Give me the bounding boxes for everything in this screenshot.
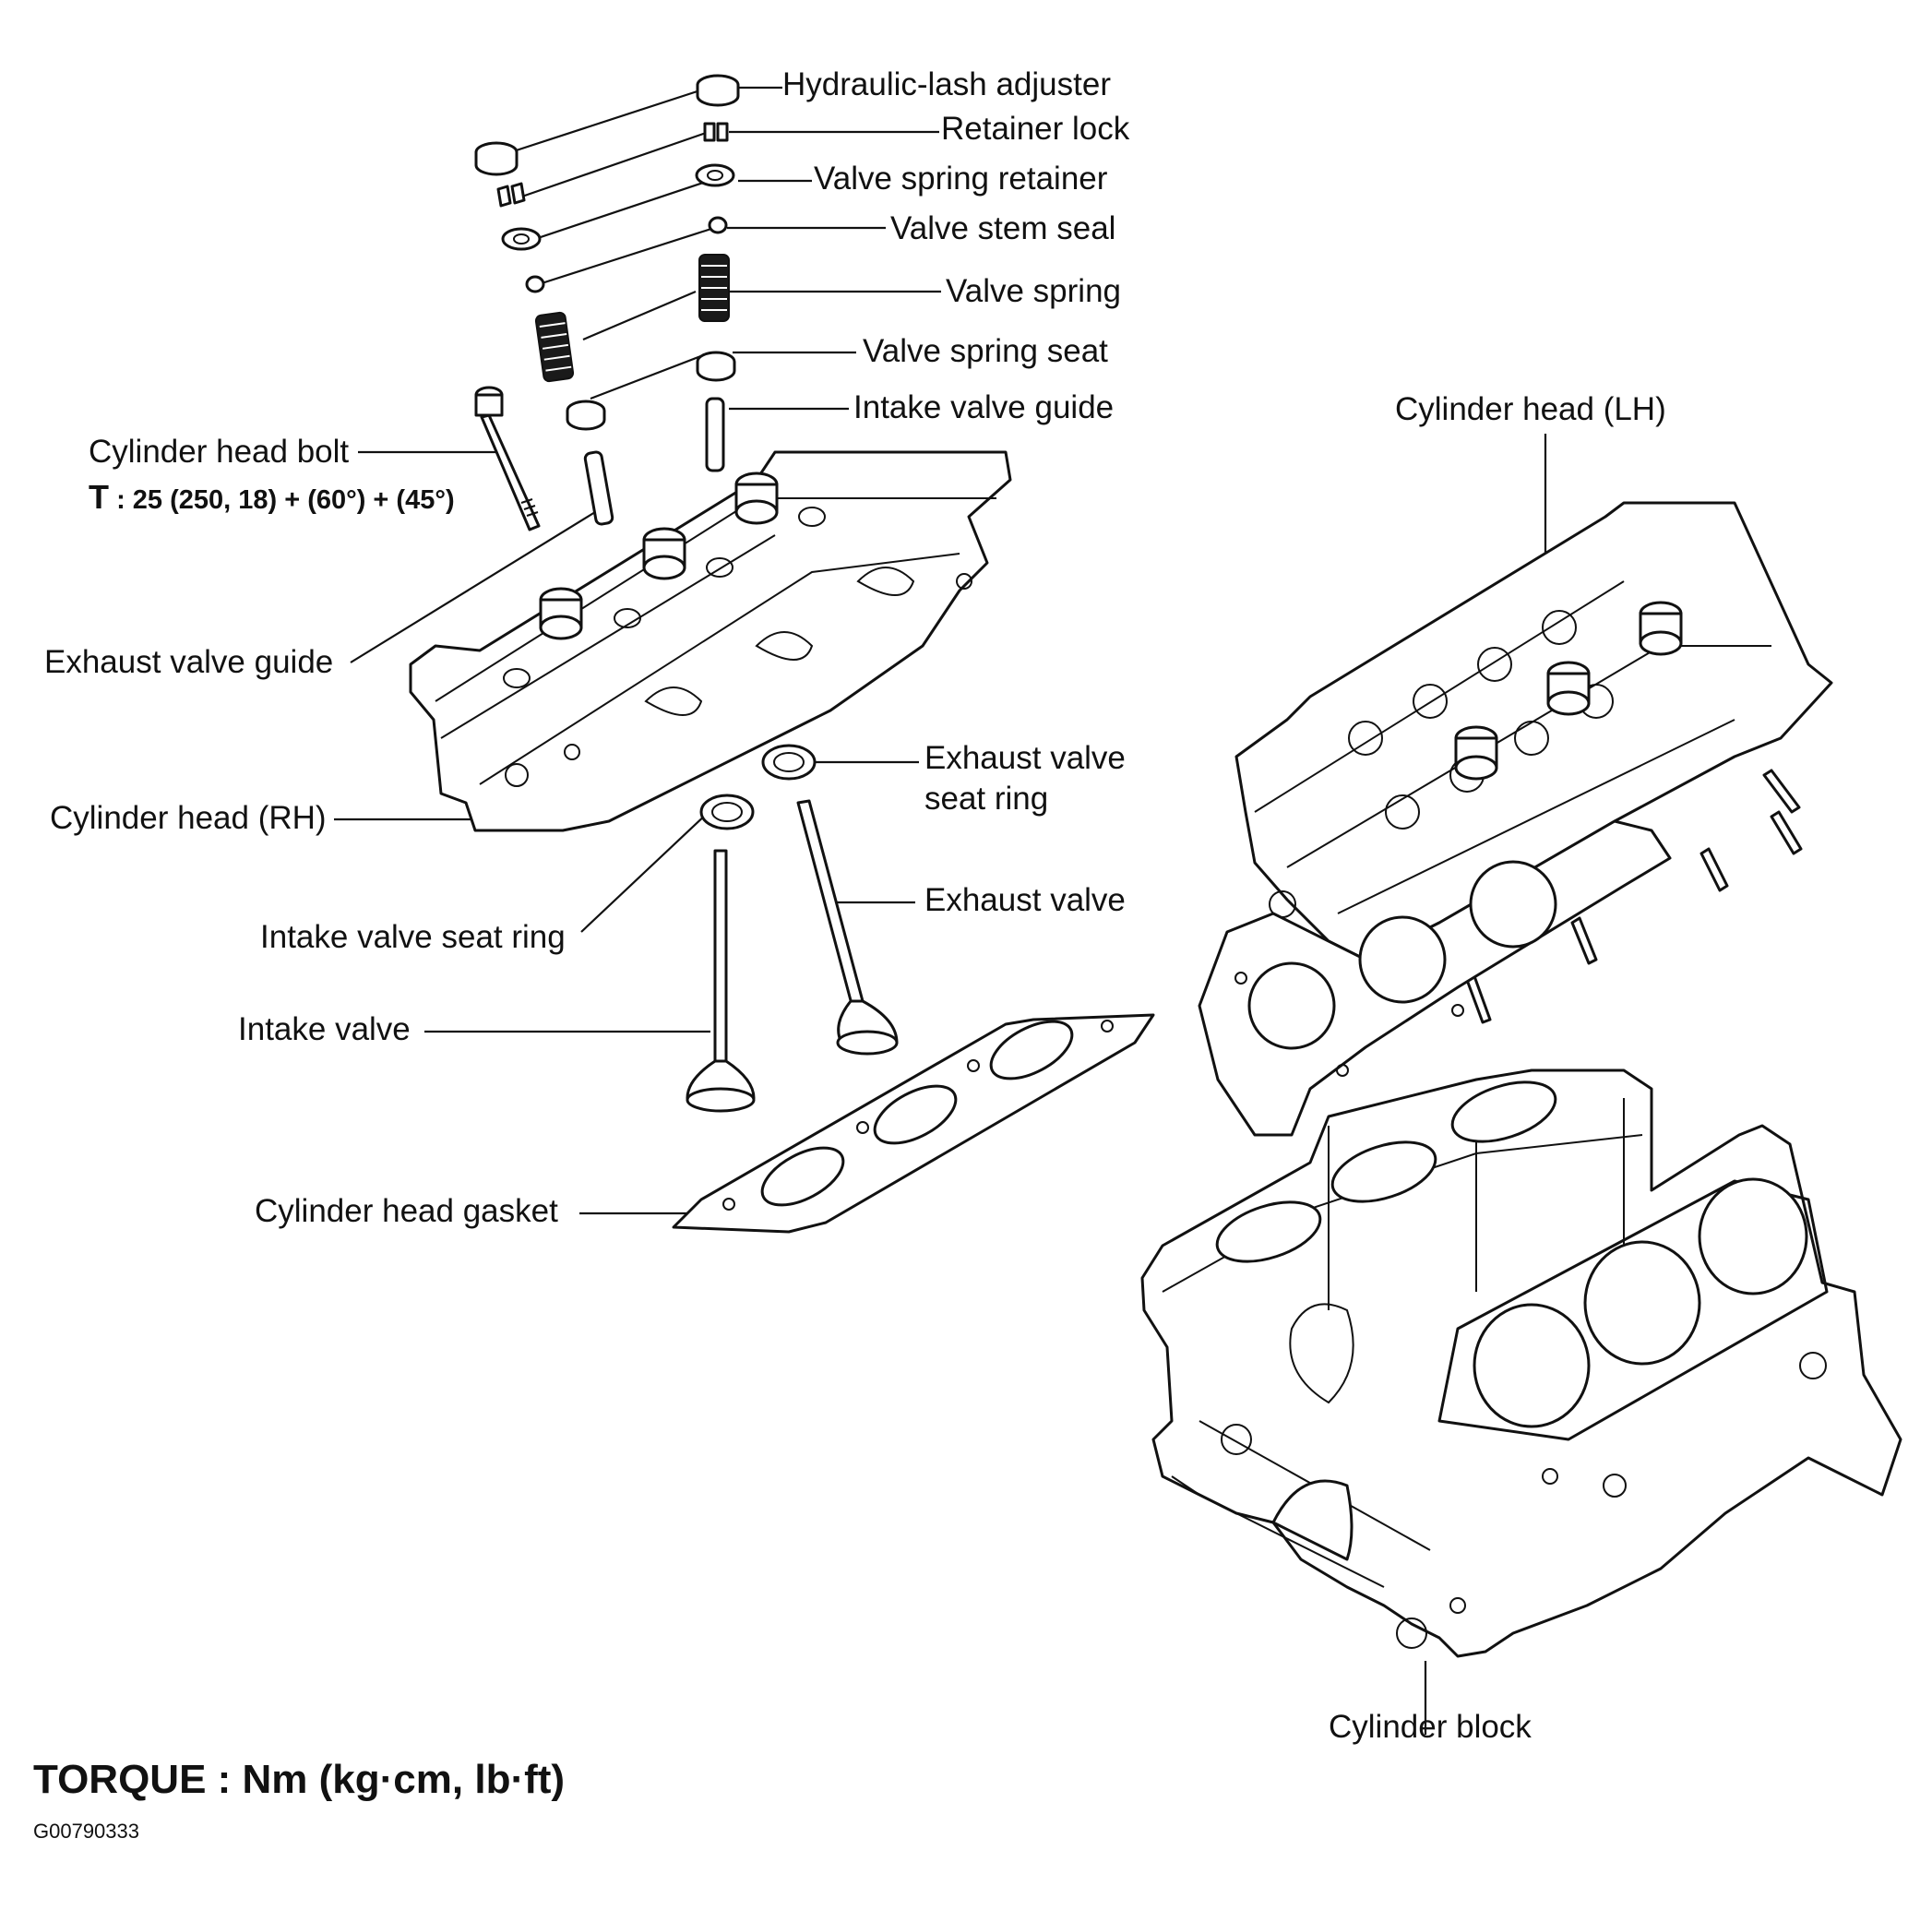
cylinder-head-bolt-torque-spec: T : 25 (250, 18) + (60°) + (45°) xyxy=(89,478,455,516)
label-intake-valve-guide: Intake valve guide xyxy=(853,389,1115,425)
valve-guide-icons xyxy=(583,397,725,526)
valve-spring-icons xyxy=(534,254,730,383)
dowel-stud-icons xyxy=(1465,769,1803,1024)
cylinder-head-rh-drawing xyxy=(409,450,1012,832)
label-valve-stem-seal: Valve stem seal xyxy=(890,210,1116,246)
hydraulic-lash-adjuster-icons xyxy=(474,74,740,176)
label-cylinder-block: Cylinder block xyxy=(1329,1709,1532,1745)
retainer-lock-icons xyxy=(496,122,729,208)
label-exhaust-valve-seat-ring-line2: seat ring xyxy=(924,781,1049,817)
exhaust-valve-icon xyxy=(796,799,899,1056)
cylinder-block-drawing xyxy=(1140,1068,1902,1658)
label-intake-valve: Intake valve xyxy=(238,1011,411,1047)
cylinder-head-gasket-lh-drawing xyxy=(1198,819,1672,1137)
label-exhaust-valve-guide: Exhaust valve guide xyxy=(44,644,334,680)
label-retainer-lock: Retainer lock xyxy=(941,111,1130,147)
label-valve-spring-seat: Valve spring seat xyxy=(863,333,1108,369)
cylinder-head-bolt-icon xyxy=(474,386,541,531)
label-exhaust-valve: Exhaust valve xyxy=(924,882,1126,918)
intake-valve-icon xyxy=(686,849,756,1113)
label-cylinder-head-bolt: Cylinder head bolt xyxy=(89,434,350,470)
figure-code: G00790333 xyxy=(33,1820,139,1843)
label-exhaust-valve-seat-ring-line1: Exhaust valve xyxy=(924,740,1126,776)
torque-spec-prefix: T xyxy=(89,478,109,516)
label-intake-valve-seat-ring: Intake valve seat ring xyxy=(260,919,566,955)
valve-seat-ring-icons xyxy=(699,744,817,830)
torque-units-note: TORQUE : Nm (kg·cm, lb·ft) xyxy=(33,1757,566,1802)
valve-stem-seal-icons xyxy=(525,216,728,293)
label-cylinder-head-gasket: Cylinder head gasket xyxy=(255,1193,558,1229)
label-valve-spring-retainer: Valve spring retainer xyxy=(814,161,1108,197)
valve-spring-seat-icons xyxy=(566,351,736,431)
label-cylinder-head-rh: Cylinder head (RH) xyxy=(50,800,327,836)
torque-spec-value: : 25 (250, 18) + (60°) + (45°) xyxy=(116,485,455,515)
cylinder-head-gasket-drawing xyxy=(672,1013,1155,1234)
cylinder-head-lh-drawing xyxy=(1234,501,1833,961)
label-valve-spring: Valve spring xyxy=(946,273,1122,309)
valve-spring-retainer-icons xyxy=(501,163,735,251)
label-cylinder-head-lh: Cylinder head (LH) xyxy=(1395,391,1666,427)
label-hydraulic-lash-adjuster: Hydraulic-lash adjuster xyxy=(782,66,1111,102)
